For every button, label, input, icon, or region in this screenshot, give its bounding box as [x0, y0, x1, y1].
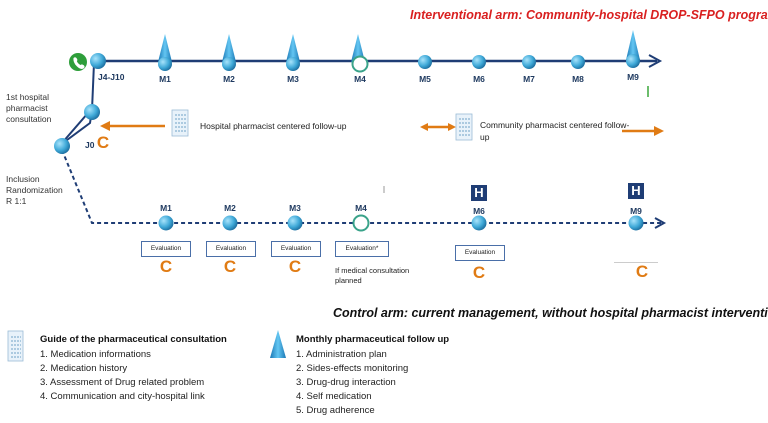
control-month-label: M9 — [630, 206, 642, 216]
consultation-c-mark: C — [96, 133, 110, 152]
m6-control-node — [471, 215, 487, 231]
notepad-icon — [7, 330, 24, 362]
top-month-label: M5 — [419, 74, 431, 84]
divider — [614, 262, 658, 263]
guide-legend-title: Guide of the pharmaceutical consultation — [40, 334, 227, 345]
guide-legend-item: 1. Medication informations — [40, 349, 151, 360]
hospital-icon: H — [471, 185, 487, 201]
monthly-legend-title: Monthly pharmaceutical follow up — [296, 334, 450, 345]
control-arm-title: Control arm: current management, without… — [333, 306, 768, 320]
evaluation-box: Evaluation — [455, 245, 505, 261]
m9-top-node — [626, 54, 640, 68]
m3-top-node — [286, 57, 300, 71]
community-followup-label: Community pharmacist centered follow-up — [480, 120, 630, 142]
evaluation-box: Evaluation — [271, 241, 321, 257]
top-month-label: M4 — [354, 74, 366, 84]
m9-control-node — [628, 215, 644, 231]
guide-legend-item: 3. Assessment of Drug related problem — [40, 377, 205, 388]
m4-followup-cone — [351, 34, 365, 62]
top-month-label: M3 — [287, 74, 299, 84]
monthly-legend-item: 2. Sides-effects monitoring — [296, 363, 409, 374]
m1-control-node — [158, 215, 174, 231]
control-month-label: M6 — [473, 206, 485, 216]
transition-arrowhead-right — [448, 123, 456, 131]
m7-top-node — [522, 55, 536, 69]
j0-to-consult-connector — [61, 112, 89, 144]
j4-label: J4-J10 — [98, 72, 125, 82]
m5-top-node — [418, 55, 432, 69]
top-month-label: M7 — [523, 74, 535, 84]
monthly-followup-cone-icon — [270, 330, 286, 358]
top-month-label: M1 — [159, 74, 171, 84]
interventional-arrowhead — [648, 54, 663, 68]
evaluation-box: Evaluation — [206, 241, 256, 257]
top-month-label: M8 — [572, 74, 584, 84]
m4-control-node-hollow — [352, 214, 370, 232]
notepad-icon — [455, 113, 473, 141]
j0-node — [54, 138, 70, 154]
evaluation-star-box: Evaluation* — [335, 241, 389, 257]
control-arrowhead — [654, 217, 667, 229]
m8-top-node — [571, 55, 585, 69]
m9-followup-cone — [626, 30, 640, 60]
m3-control-node — [287, 215, 303, 231]
m3-followup-cone — [286, 34, 300, 62]
j0-label: J0 — [85, 140, 95, 150]
m2-control-node — [222, 215, 238, 231]
evaluation-box: Evaluation — [141, 241, 191, 257]
control-month-label: M3 — [289, 203, 301, 213]
control-nodes — [158, 214, 644, 232]
consultation-c-mark: C — [635, 262, 649, 281]
j0-to-j4-connector — [62, 62, 95, 144]
consultation-c-mark: C — [472, 263, 486, 282]
hospital-followup-label: Hospital pharmacist centered follow-up — [200, 121, 347, 131]
control-month-label: M4 — [355, 203, 367, 213]
phone-icon — [69, 53, 87, 71]
consultation-c-mark: C — [288, 257, 302, 276]
guide-legend-item: 4. Communication and city-hospital link — [40, 391, 205, 402]
community-followup-arrowhead — [654, 126, 664, 136]
m1-followup-cone — [158, 34, 172, 62]
m4-top-node-hollow — [351, 55, 369, 73]
control-month-label: M2 — [224, 203, 236, 213]
j4-node — [90, 53, 106, 69]
m2-followup-cone — [222, 34, 236, 62]
hospital-icon: H — [628, 183, 644, 199]
top-month-label: M9 — [627, 72, 639, 82]
hospital-followup-arrowhead — [100, 121, 110, 131]
monthly-legend-item: 1. Administration plan — [296, 349, 387, 360]
top-month-label: M6 — [473, 74, 485, 84]
first-consultation-label: 1st hospital pharmacist consultation — [6, 92, 52, 124]
control-month-label: M1 — [160, 203, 172, 213]
monthly-legend-item: 5. Drug adherence — [296, 405, 375, 416]
consultation-c-mark: C — [159, 257, 173, 276]
m2-top-node — [222, 57, 236, 71]
m1-top-node — [158, 57, 172, 71]
interventional-arm-title: Interventional arm: Community-hospital D… — [410, 8, 768, 22]
top-month-label: M2 — [223, 74, 235, 84]
inclusion-randomization-label: Inclusion Randomization R 1:1 — [6, 174, 63, 206]
monthly-legend-item: 3. Drug-drug interaction — [296, 377, 396, 388]
top-month-nodes — [158, 30, 640, 73]
consultation-c-mark: C — [223, 257, 237, 276]
m6-top-node — [472, 55, 486, 69]
notepad-icon — [171, 109, 189, 137]
guide-legend-item: 2. Medication history — [40, 363, 128, 374]
monthly-legend-item: 4. Self medication — [296, 391, 372, 402]
consult-node — [84, 104, 100, 120]
transition-arrowhead-left — [420, 123, 428, 131]
m4-note: If medical consultation planned — [335, 266, 410, 285]
